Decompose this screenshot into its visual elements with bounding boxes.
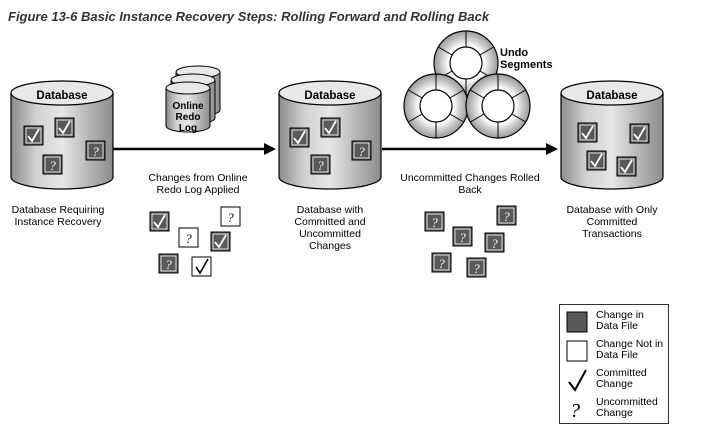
change-box-committed: [289, 127, 310, 148]
arrow-roll-forward-head: [264, 143, 276, 155]
db1-changes: ? ?: [23, 117, 106, 175]
change-box-committed: [629, 123, 650, 144]
change-box-committed: [577, 122, 598, 143]
change-box-committed: [586, 150, 607, 171]
arrow-roll-back-head: [546, 143, 558, 155]
legend-label: Change in Data File: [596, 309, 644, 332]
change-box-committed: [149, 211, 170, 232]
svg-text:?: ?: [438, 256, 445, 271]
redo-log-label: Online Redo Log: [172, 101, 204, 134]
svg-text:?: ?: [227, 210, 234, 225]
svg-text:?: ?: [358, 144, 365, 159]
change-box-uncommitted: ?: [42, 154, 63, 175]
figure-title: Figure 13-6 Basic Instance Recovery Step…: [8, 9, 490, 24]
database-label-3: Database: [586, 90, 637, 102]
database-label-1: Database: [36, 90, 87, 102]
legend: Change in Data File Change Not in Data F…: [559, 304, 669, 424]
legend-label: Uncommitted Change: [596, 396, 658, 419]
svg-text:?: ?: [431, 215, 438, 230]
change-box-committed: [210, 231, 231, 252]
svg-text:?: ?: [570, 400, 580, 421]
change-box-committed: [23, 125, 44, 146]
database-cylinder-3: Database: [560, 80, 664, 190]
undo-ring: [465, 73, 531, 139]
rolled-back-changes: ? ? ? ? ? ?: [424, 205, 517, 278]
question-mark-icon: ?: [570, 400, 580, 421]
change-box-committed-not-in-file: [191, 256, 212, 277]
change-box-uncommitted: ?: [496, 205, 517, 226]
caption-db1: Database Requiring Instance Recovery: [11, 204, 105, 228]
svg-text:?: ?: [92, 144, 99, 159]
change-box-uncommitted: ?: [158, 253, 179, 274]
database-cylinder-1: Database ? ?: [10, 80, 114, 190]
legend-label: Committed Change: [596, 367, 647, 390]
undo-segments: [403, 30, 531, 139]
database-label-2: Database: [304, 90, 355, 102]
caption-db2: Database with Committed and Uncommitted …: [294, 204, 366, 252]
legend-label: Change Not in Data File: [596, 338, 664, 361]
change-box-uncommitted: ?: [466, 257, 487, 278]
svg-text:?: ?: [185, 231, 192, 246]
white-box-icon: [566, 340, 588, 362]
change-box-committed: [54, 117, 75, 138]
dark-box-icon: [566, 311, 588, 333]
change-box-uncommitted: ?: [310, 154, 331, 175]
svg-text:?: ?: [317, 158, 324, 173]
change-box-uncommitted: ?: [85, 140, 106, 161]
change-box-uncommitted: ?: [484, 232, 505, 253]
svg-text:?: ?: [165, 257, 172, 272]
undo-segments-label: Undo Segments: [500, 47, 553, 71]
flow-arrows: [113, 143, 558, 155]
database-cylinder-2: Database ? ?: [278, 80, 382, 190]
online-redo-log: [165, 65, 221, 133]
svg-text:?: ?: [491, 236, 498, 251]
svg-text:?: ?: [473, 261, 480, 276]
db2-changes: ? ?: [289, 117, 372, 175]
change-box-uncommitted-not-in-file: ?: [220, 206, 241, 227]
caption-applied: Changes from Online Redo Log Applied: [148, 172, 248, 196]
change-box-uncommitted: ?: [431, 252, 452, 273]
svg-text:?: ?: [459, 230, 466, 245]
caption-db3: Database with Only Committed Transaction…: [566, 204, 658, 240]
undo-ring: [403, 73, 469, 139]
svg-text:?: ?: [49, 158, 56, 173]
caption-rolled-back: Uncommitted Changes Rolled Back: [400, 172, 540, 196]
change-box-committed: [616, 156, 637, 177]
change-box-uncommitted: ?: [351, 140, 372, 161]
db3-changes: [577, 122, 650, 177]
change-box-uncommitted-not-in-file: ?: [178, 227, 199, 248]
svg-text:?: ?: [503, 209, 510, 224]
checkmark-icon: [568, 369, 587, 392]
change-box-uncommitted: ?: [452, 226, 473, 247]
change-box-uncommitted: ?: [424, 211, 445, 232]
change-box-committed: [320, 117, 341, 138]
applied-changes: ? ? ?: [149, 206, 241, 277]
